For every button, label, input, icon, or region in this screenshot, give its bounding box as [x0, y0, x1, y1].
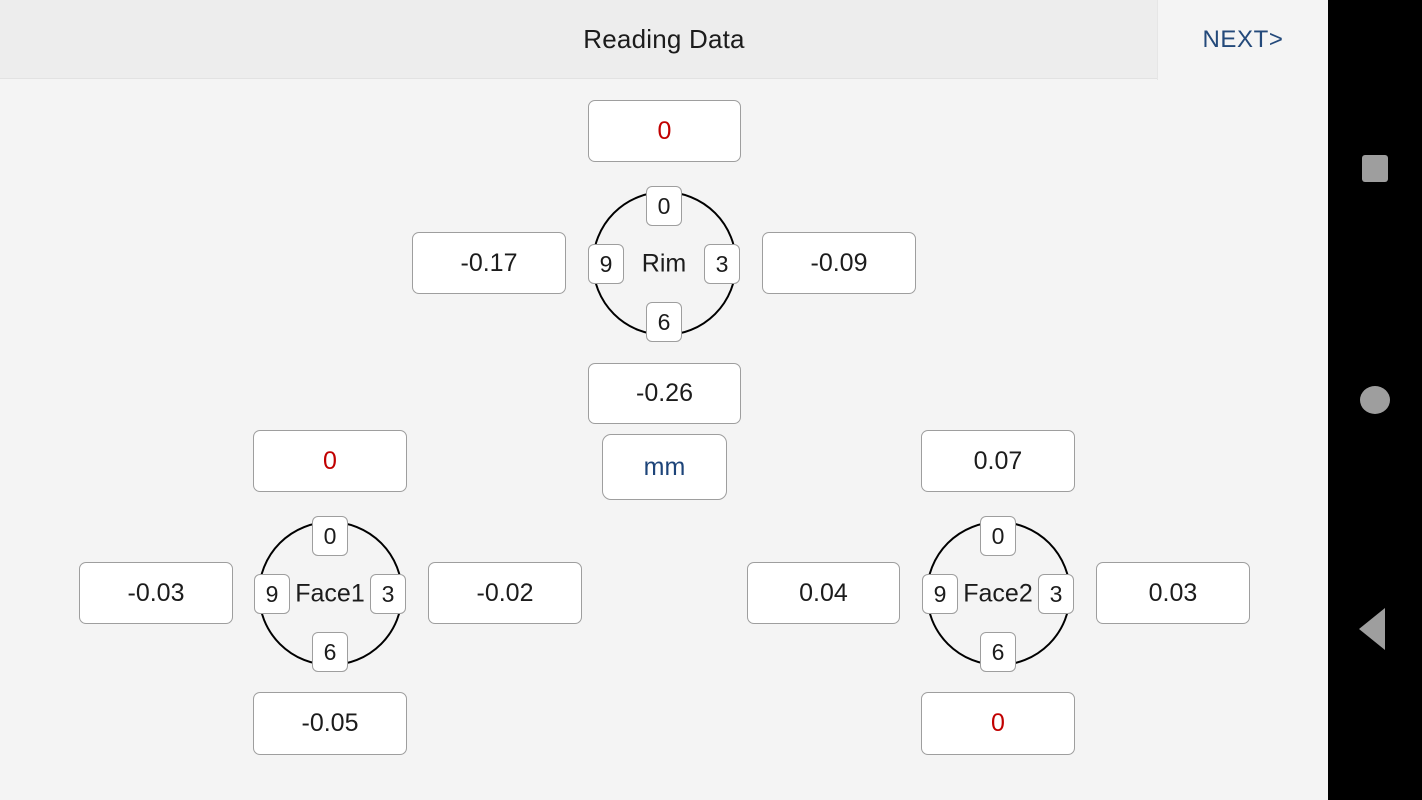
app-container: Reading Data NEXT> 0 -0.17 -0.09 -0.26 R… — [0, 0, 1328, 755]
face1-tick-left[interactable]: 9 — [254, 574, 290, 614]
rim-reading-left[interactable]: -0.17 — [412, 232, 566, 294]
face2-tick-top[interactable]: 0 — [980, 516, 1016, 556]
unit-button[interactable]: mm — [602, 434, 727, 500]
rim-reading-top[interactable]: 0 — [588, 100, 741, 162]
face1-dial-label: Face1 — [295, 579, 365, 608]
circle-home-icon[interactable] — [1360, 386, 1390, 414]
app-header: Reading Data NEXT> — [0, 0, 1328, 80]
rim-reading-bottom[interactable]: -0.26 — [588, 363, 741, 424]
face2-tick-right[interactable]: 3 — [1038, 574, 1074, 614]
rim-reading-right[interactable]: -0.09 — [762, 232, 916, 294]
face2-reading-left[interactable]: 0.04 — [747, 562, 900, 624]
face1-reading-right[interactable]: -0.02 — [428, 562, 582, 624]
rim-tick-top[interactable]: 0 — [646, 186, 682, 226]
face1-tick-bottom[interactable]: 6 — [312, 632, 348, 672]
rim-tick-bottom[interactable]: 6 — [646, 302, 682, 342]
square-recents-icon[interactable] — [1362, 155, 1388, 182]
next-button[interactable]: NEXT> — [1157, 0, 1328, 80]
face2-dial-label: Face2 — [963, 579, 1033, 608]
face2-reading-right[interactable]: 0.03 — [1096, 562, 1250, 624]
face1-reading-left[interactable]: -0.03 — [79, 562, 233, 624]
face1-reading-bottom[interactable]: -0.05 — [253, 692, 407, 755]
rim-tick-right[interactable]: 3 — [704, 244, 740, 284]
face2-tick-bottom[interactable]: 6 — [980, 632, 1016, 672]
page-title: Reading Data — [583, 24, 745, 54]
face2-reading-bottom[interactable]: 0 — [921, 692, 1075, 755]
triangle-back-icon[interactable] — [1359, 608, 1385, 650]
face1-reading-top[interactable]: 0 — [253, 430, 407, 492]
face2-tick-left[interactable]: 9 — [922, 574, 958, 614]
face1-tick-right[interactable]: 3 — [370, 574, 406, 614]
rim-dial-label: Rim — [641, 249, 687, 278]
rim-tick-left[interactable]: 9 — [588, 244, 624, 284]
face1-tick-top[interactable]: 0 — [312, 516, 348, 556]
face2-reading-top[interactable]: 0.07 — [921, 430, 1075, 492]
